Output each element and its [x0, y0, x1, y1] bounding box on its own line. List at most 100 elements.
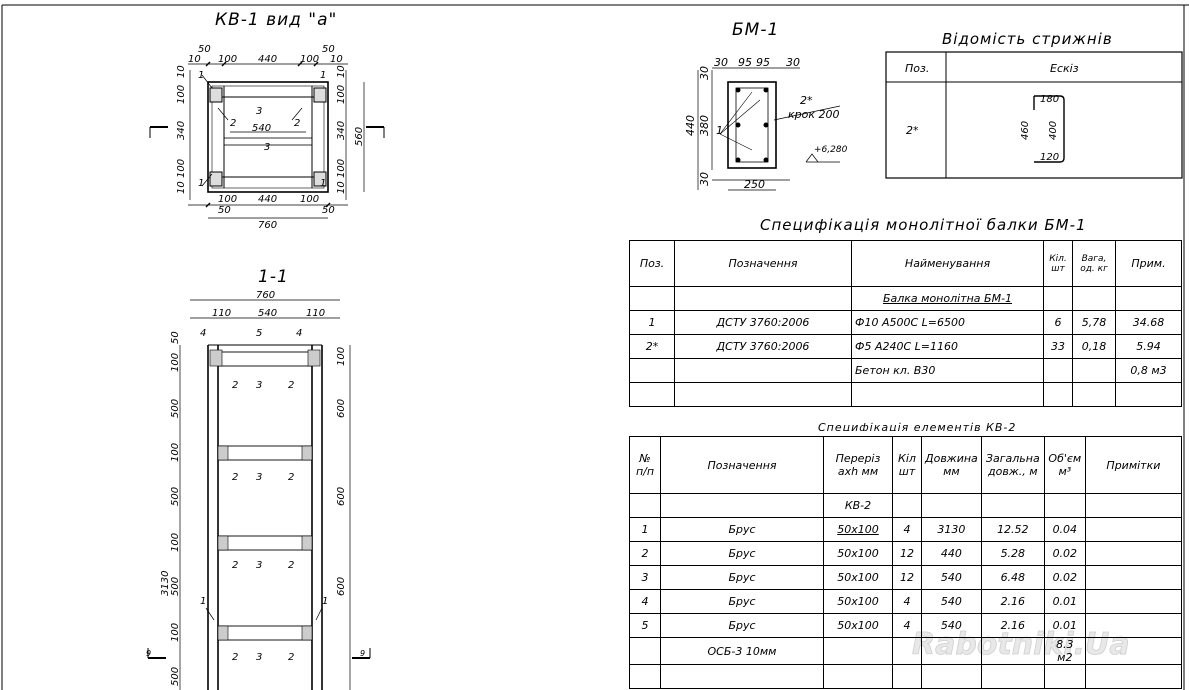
- header-cell: Позначення: [660, 436, 824, 494]
- cell: [892, 637, 922, 665]
- kv1-mark: 1: [198, 178, 204, 189]
- cell: ОСБ-3 10мм: [660, 637, 824, 665]
- kv1-dim: 440: [258, 54, 277, 65]
- spec2-table: № п/п Позначення Переріз axh мм Кіл шт Д…: [629, 436, 1183, 689]
- sec-mark: 1: [322, 596, 328, 607]
- header-cell: Кіл. шт: [1043, 240, 1073, 287]
- kv1-dim: 100: [218, 194, 237, 205]
- sec-cut-mark: 9: [146, 649, 151, 658]
- sec-mark: 4: [296, 328, 302, 339]
- kv1-dim: 10: [330, 54, 343, 65]
- header-cell: Прим.: [1115, 240, 1182, 287]
- cell: [851, 382, 1044, 407]
- cell: 3: [629, 565, 661, 590]
- kv1-view-title: КВ-1 вид "а": [215, 10, 338, 30]
- cell: [629, 286, 675, 311]
- table-row: Балка монолітна БМ-1: [629, 286, 1182, 311]
- table-row: 2* ДСТУ 3760:2006 Ф5 А240С L=1160 33 0,1…: [629, 334, 1182, 359]
- rebar-schedule: [885, 51, 1183, 179]
- sec-mark: 3: [256, 652, 262, 663]
- cell: [674, 382, 852, 407]
- rebar-sketch-dim: 460: [1020, 121, 1031, 140]
- cell: [629, 664, 661, 689]
- cell: 540: [921, 613, 982, 638]
- cell: 5.28: [980, 541, 1045, 566]
- cell: [629, 358, 675, 383]
- kv1-dim: 10: [188, 54, 201, 65]
- kv1-dim: 100: [336, 159, 347, 178]
- section-1-1-labels: 760 110 540 110 4 5 4 50 100 500 100 500…: [146, 290, 365, 686]
- cell: [980, 637, 1045, 665]
- sec-mark: 2: [232, 380, 238, 391]
- cell: 4: [892, 517, 922, 542]
- section-1-1-title: 1-1: [258, 267, 289, 287]
- kv1-dim: 50: [198, 44, 211, 55]
- cell: 6.48: [980, 565, 1045, 590]
- cell: Бетон кл. В30: [851, 358, 1044, 383]
- cell: [1115, 382, 1182, 407]
- cell: 0,18: [1072, 334, 1116, 359]
- cell: [1043, 286, 1073, 311]
- table-row: 1 ДСТУ 3760:2006 Ф10 А500С L=6500 6 5,78…: [629, 310, 1182, 335]
- cell: [660, 664, 824, 689]
- kv1-plan-drawing: [149, 61, 385, 219]
- cell: [823, 664, 893, 689]
- kv1-dim: 10: [336, 65, 347, 78]
- rebar-col-pos: Поз.: [905, 62, 929, 75]
- cell: 5: [629, 613, 661, 638]
- cell: [1043, 358, 1073, 383]
- rebar-pos: 2*: [906, 124, 919, 137]
- cell: 50х100: [823, 517, 893, 542]
- sec-dim: 500: [170, 487, 181, 506]
- cell: 540: [921, 565, 982, 590]
- cell: [1084, 565, 1183, 590]
- kv1-dim: 340: [336, 121, 347, 140]
- cell: 50х100: [823, 541, 893, 566]
- bm1-dim: 250: [744, 178, 765, 191]
- cell: 8.3 м2: [1043, 637, 1086, 665]
- cell: 3130: [921, 517, 982, 542]
- header-cell: Об'єм м³: [1043, 436, 1086, 494]
- bm1-dim: 30: [698, 172, 711, 186]
- cell: 12: [892, 541, 922, 566]
- cell: 2.16: [980, 589, 1045, 614]
- cell: 0.04: [1043, 517, 1086, 542]
- rebar-sketch-dim: 400: [1048, 121, 1059, 140]
- cell: Брус: [660, 541, 824, 566]
- kv1-dim: 100: [218, 54, 237, 65]
- cell: [1084, 589, 1183, 614]
- kv1-dim: 100: [176, 159, 187, 178]
- kv1-mark: 1: [320, 70, 326, 81]
- sec-mark: 2: [288, 560, 294, 571]
- kv1-dim: 50: [322, 205, 335, 216]
- cell: [1084, 541, 1183, 566]
- cell: [674, 286, 852, 311]
- sec-mark: 1: [200, 596, 206, 607]
- header-cell: Довжина мм: [921, 436, 982, 494]
- kv1-mark: 3: [264, 142, 270, 153]
- table-row: [629, 664, 1183, 689]
- header-cell: № п/п: [629, 436, 661, 494]
- header-cell: Поз.: [629, 240, 675, 287]
- kv1-dim: 540: [252, 123, 271, 134]
- kv1-dim: 10: [176, 65, 187, 78]
- sec-dim-total: 3130: [160, 571, 171, 596]
- cell: 2.16: [980, 613, 1045, 638]
- cell: [1084, 493, 1183, 518]
- kv1-dim: 50: [322, 44, 335, 55]
- table-header-row: Поз. Позначення Найменування Кіл. шт Ваг…: [629, 240, 1182, 287]
- bm1-dim: 95: [738, 56, 752, 69]
- sec-dim: 600: [336, 487, 347, 506]
- sec-dim: 600: [336, 577, 347, 596]
- section-1-1-drawing: [147, 299, 371, 690]
- cell: 5,78: [1072, 310, 1116, 335]
- sec-dim: 100: [336, 347, 347, 366]
- cell: 1: [629, 517, 661, 542]
- kv1-dim: 100: [176, 85, 187, 104]
- cell: 440: [921, 541, 982, 566]
- header-cell: Примітки: [1084, 436, 1183, 494]
- cell: [1115, 286, 1182, 311]
